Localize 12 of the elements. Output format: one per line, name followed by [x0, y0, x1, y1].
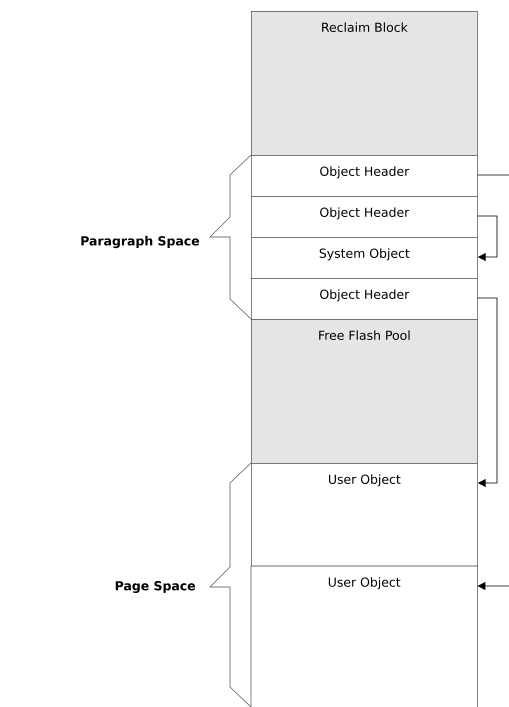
- memory-block: Object Header: [251, 278, 478, 320]
- memory-block: User Object: [250, 566, 478, 707]
- arrow: [477, 298, 498, 488]
- region-label: Paragraph Space: [81, 236, 200, 248]
- arrow: [477, 216, 498, 262]
- memory-block: System Object: [251, 237, 478, 279]
- memory-block: Object Header: [251, 196, 478, 238]
- memory-block: User Object: [251, 463, 478, 567]
- memory-block: Free Flash Pool: [251, 319, 478, 464]
- memory-block: Object Header: [251, 155, 478, 197]
- region-label: Page Space: [116, 581, 196, 593]
- memory-block: Reclaim Block: [251, 11, 478, 156]
